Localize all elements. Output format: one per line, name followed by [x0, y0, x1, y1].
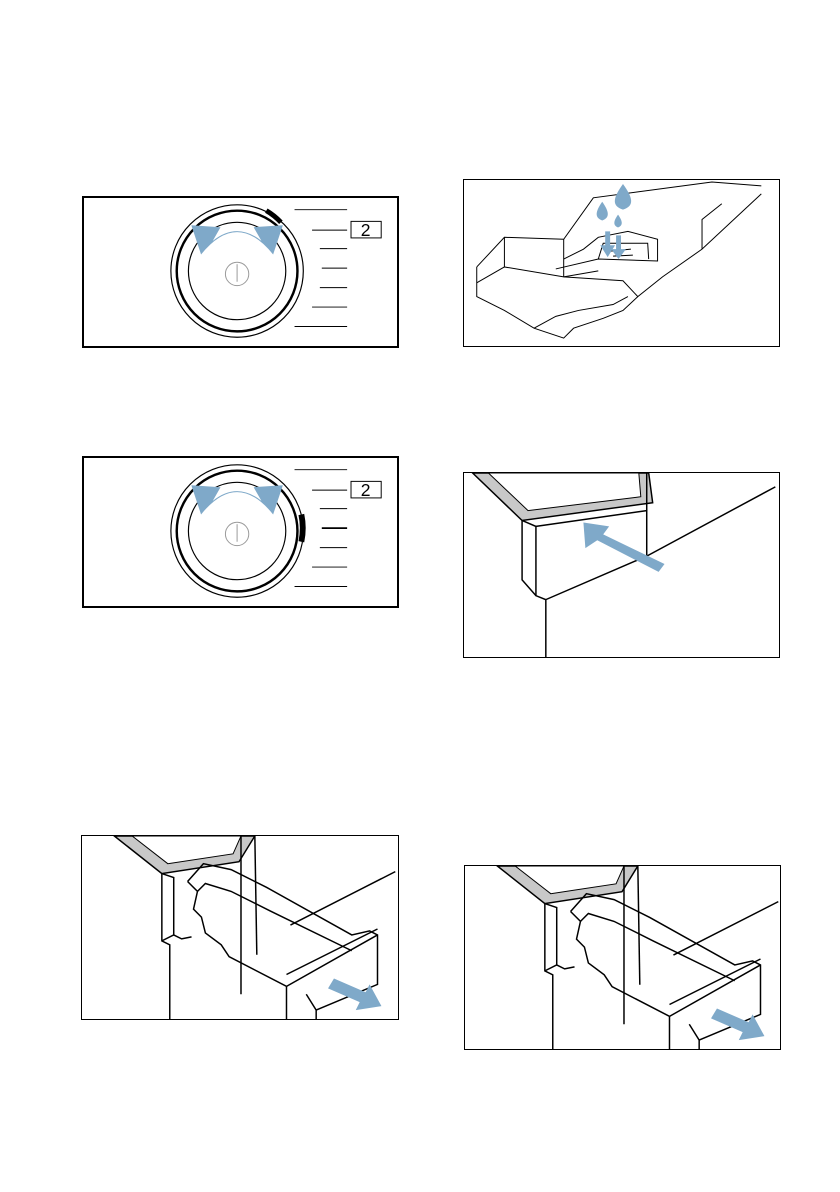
program-indicator: 2	[361, 480, 371, 500]
down-arrow-icon	[600, 231, 626, 259]
dial-illustration: 2	[84, 198, 397, 346]
pull-drawer-illustration	[82, 836, 398, 1019]
push-arrow-icon	[583, 522, 664, 571]
figure-pull-drawer-left	[81, 835, 399, 1020]
dial-position-marker	[301, 514, 302, 541]
figure-pull-drawer-right	[464, 865, 781, 1050]
pull-drawer-illustration	[465, 866, 780, 1049]
power-symbol-icon	[225, 522, 248, 545]
program-indicator: 2	[361, 220, 371, 240]
dial-illustration: 2	[84, 458, 397, 606]
figure-dial-bottom: 2	[82, 456, 399, 608]
pull-arrow-icon	[328, 978, 381, 1010]
figure-push-drawer	[463, 472, 780, 658]
push-drawer-illustration	[464, 473, 779, 657]
pull-arrow-icon	[711, 1008, 764, 1040]
rotate-arrow-icon	[191, 485, 283, 514]
figure-detergent-drops	[463, 179, 780, 347]
water-drop-icon	[597, 184, 631, 227]
compartment-illustration	[464, 180, 779, 346]
rotate-arrow-icon	[191, 225, 283, 254]
figure-dial-top: 2	[82, 196, 399, 348]
power-symbol-icon	[225, 262, 248, 285]
dial-scale-lines	[295, 210, 348, 327]
